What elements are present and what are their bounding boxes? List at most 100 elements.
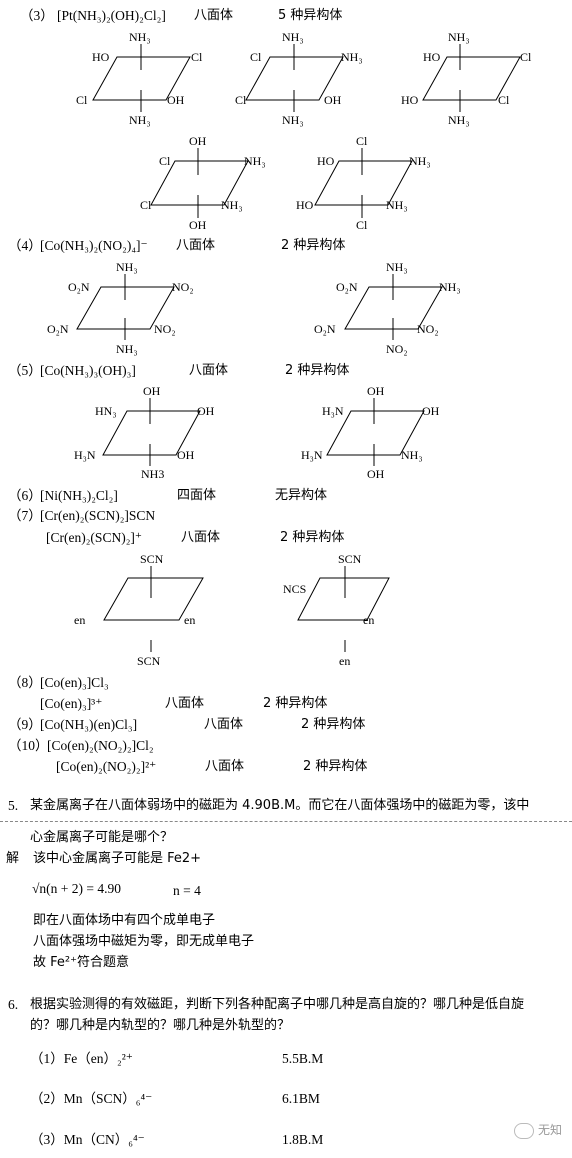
structure-7-lines: [344, 274, 443, 340]
structure-11-lines: [297, 566, 390, 652]
structure-6-lines: [76, 274, 175, 340]
item-5-geometry: 八面体: [189, 363, 229, 378]
s4-ur: NH₃: [244, 154, 266, 168]
structure-3-lines: [422, 44, 521, 112]
item-10-geometry: 八面体: [205, 759, 245, 774]
item-8-num: （8）: [8, 675, 42, 690]
q6-row2-value: 6.1BM: [282, 1091, 320, 1106]
q5-line2: 心金属离子可能是哪个？: [30, 830, 174, 845]
s2-lr: OH: [324, 93, 342, 107]
s4-top: OH: [189, 134, 207, 148]
item-5-formula: [Co(NH₃)₃(OH)₃]: [40, 363, 136, 378]
s3-lr: Cl: [498, 93, 510, 107]
s2-ll: Cl: [235, 93, 247, 107]
s11-top: SCN: [338, 552, 362, 566]
s6-ul: O₂N: [68, 280, 90, 294]
s5-ll: HO: [296, 198, 314, 212]
watermark: 无知: [513, 1121, 562, 1139]
s7-ur: NH₃: [439, 280, 461, 294]
s6-ll: O₂N: [47, 322, 69, 336]
item-9-isomers: 2 种异构体: [301, 717, 366, 732]
s2-bot: NH₃: [282, 113, 304, 127]
q6-row3-label: （3）Mn（CN）₆⁴⁻: [30, 1132, 145, 1147]
item-6-num: （6）: [8, 488, 42, 503]
s5-top: Cl: [356, 134, 368, 148]
s8-lr: OH: [177, 448, 195, 462]
item-10-num: （10）: [8, 738, 49, 753]
s3-ur: Cl: [520, 50, 532, 64]
s4-bot: OH: [189, 218, 207, 232]
structure-4-lines: [150, 148, 249, 218]
s6-lr: NO₂: [154, 322, 176, 336]
item-4-num: （4）: [8, 238, 42, 253]
q6-row3-value: 1.8B.M: [282, 1132, 324, 1147]
s3-bot: NH₃: [448, 113, 470, 127]
item-3-num: （3）: [20, 8, 54, 23]
structure-2-lines: [245, 44, 344, 112]
item-7-isomers: 2 种异构体: [280, 530, 345, 545]
q6-line1: 根据实验测得的有效磁距，判断下列各种配离子中哪几种是高自旋的？哪几种是低自旋: [30, 997, 525, 1012]
item-3-geometry: 八面体: [194, 8, 234, 23]
item-8-isomers: 2 种异构体: [263, 696, 328, 711]
s10-top: SCN: [140, 552, 164, 566]
structure-5-lines: [314, 148, 413, 218]
s9-bot: OH: [367, 467, 385, 481]
item-7-formula2: [Cr(en)₂(SCN)₂]⁺: [46, 530, 143, 545]
s7-top: NH₃: [386, 260, 408, 274]
chat-bubble-icon: [513, 1122, 534, 1139]
q6-row1-label: （1）Fe（en）₂²⁺: [30, 1051, 133, 1066]
s8-ur: OH: [197, 404, 215, 418]
s7-ll: O₂N: [314, 322, 336, 336]
s9-ll: H₃N: [301, 448, 323, 462]
item-5-num: （5）: [8, 363, 42, 378]
item-8-geometry: 八面体: [165, 696, 205, 711]
s11-bot: en: [339, 654, 351, 668]
s6-ur: NO₂: [172, 280, 194, 294]
s4-ll: Cl: [140, 198, 152, 212]
item-3-formula: [Pt(NH₃)₂(OH)₂Cl₂]: [57, 8, 166, 23]
s11-lr: en: [363, 613, 375, 627]
q5-line4: 八面体强场中磁矩为零，即无成单电子: [33, 934, 255, 949]
s5-ur: NH₃: [409, 154, 431, 168]
item-3-isomers: 5 种异构体: [278, 8, 343, 23]
s1-ur: Cl: [191, 50, 203, 64]
q6-row2-label: （2）Mn（SCN）₆⁴⁻: [30, 1091, 153, 1106]
item-6-formula: [Ni(NH₃)₂Cl₂]: [40, 488, 118, 503]
structure-10-lines: [103, 566, 204, 652]
s4-ul: Cl: [159, 154, 171, 168]
q5-formula-n: n = 4: [173, 883, 201, 898]
item-10-formula2: [Co(en)₂(NO₂)₂]²⁺: [56, 759, 157, 774]
item-7-geometry: 八面体: [181, 530, 221, 545]
q5-line3: 即在八面体场中有四个成单电子: [33, 913, 216, 928]
page-divider: [0, 821, 572, 822]
q6-num: 6.: [8, 997, 19, 1012]
item-10-isomers: 2 种异构体: [303, 759, 368, 774]
s1-ll: Cl: [76, 93, 88, 107]
item-9-geometry: 八面体: [204, 717, 244, 732]
item-7-num: （7）: [8, 508, 42, 523]
s1-ul: HO: [92, 50, 110, 64]
s9-top: OH: [367, 384, 385, 398]
s9-lr: NH₃: [401, 448, 423, 462]
s5-ul: HO: [317, 154, 335, 168]
item-8-formula: [Co(en)₃]Cl₃: [40, 675, 109, 690]
s10-lr: en: [184, 613, 196, 627]
s5-lr: NH₃: [386, 198, 408, 212]
s8-bot: NH3: [141, 467, 165, 481]
item-9-num: （9）: [8, 717, 42, 732]
item-4-geometry: 八面体: [176, 238, 216, 253]
structure-1-lines: [92, 44, 191, 112]
watermark-text: 无知: [537, 1123, 562, 1137]
s8-ll: H₃N: [74, 448, 96, 462]
s5-bot: Cl: [356, 218, 368, 232]
s3-ll: HO: [401, 93, 419, 107]
item-7-formula: [Cr(en)₂(SCN)₂]SCN: [40, 508, 156, 523]
q5-line5: 故 Fe²⁺符合题意: [33, 955, 129, 970]
s1-bot: NH₃: [129, 113, 151, 127]
item-10-formula: [Co(en)₂(NO₂)₂]Cl₂: [47, 738, 154, 753]
q5-jie: 解: [6, 851, 20, 866]
s7-bot: NO₂: [386, 342, 408, 356]
item-6-isomers: 无异构体: [275, 488, 328, 503]
item-6-geometry: 四面体: [177, 488, 217, 503]
